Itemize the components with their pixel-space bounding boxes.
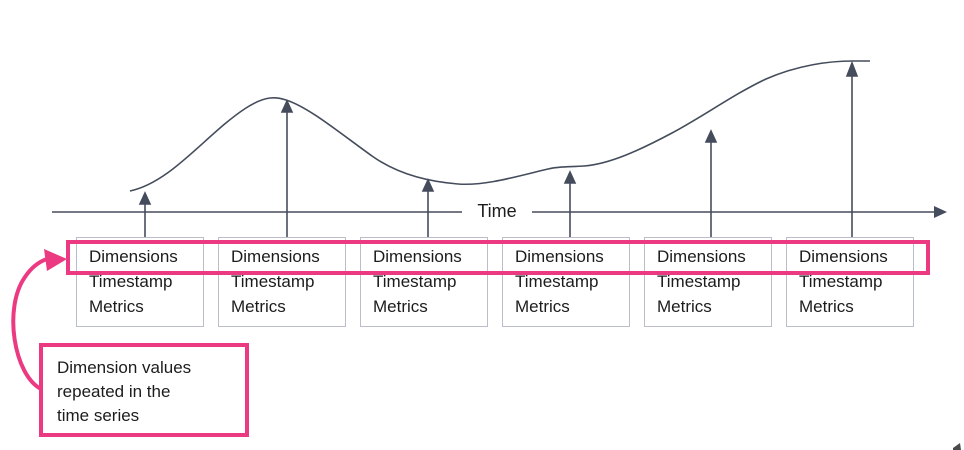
record-metrics-label: Metrics [657, 297, 712, 316]
record-metrics-label: Metrics [799, 297, 854, 316]
annotation-callout: Dimension values repeated in the time se… [39, 343, 249, 437]
record-box-3: Dimensions Timestamp Metrics [360, 237, 488, 327]
record-arrowhead-icon-5 [704, 129, 718, 143]
record-dimensions-label: Dimensions [89, 247, 178, 266]
record-arrowhead-icon-3 [421, 178, 435, 192]
record-box-5: Dimensions Timestamp Metrics [644, 237, 772, 327]
record-arrowhead-icon-1 [138, 191, 152, 205]
record-dimensions-label: Dimensions [515, 247, 604, 266]
annotation-line: repeated in the [57, 382, 171, 401]
record-timestamp-label: Timestamp [89, 272, 173, 291]
dimensions-highlight-band [66, 240, 930, 275]
record-timestamp-label: Timestamp [373, 272, 457, 291]
record-box-2: Dimensions Timestamp Metrics [218, 237, 346, 327]
record-timestamp-label: Timestamp [231, 272, 315, 291]
record-dimensions-label: Dimensions [231, 247, 320, 266]
record-arrowhead-icon-2 [280, 99, 294, 113]
record-arrowhead-icon-4 [563, 170, 577, 184]
annotation-line: time series [57, 406, 140, 425]
record-metrics-label: Metrics [373, 297, 428, 316]
record-dimensions-label: Dimensions [799, 247, 888, 266]
record-timestamp-label: Timestamp [657, 272, 741, 291]
record-timestamp-label: Timestamp [799, 272, 883, 291]
record-box-1: Dimensions Timestamp Metrics [76, 237, 204, 327]
time-series-curve [129, 60, 870, 192]
record-metrics-label: Metrics [515, 297, 570, 316]
corner-artifact [953, 443, 961, 450]
record-metrics-label: Metrics [231, 297, 286, 316]
record-box-4: Dimensions Timestamp Metrics [502, 237, 630, 327]
time-axis-label: Time [462, 198, 532, 225]
record-timestamp-label: Timestamp [515, 272, 599, 291]
annotation-line: Dimension values [57, 358, 192, 377]
record-dimensions-label: Dimensions [373, 247, 462, 266]
record-metrics-label: Metrics [89, 297, 144, 316]
record-box-6: Dimensions Timestamp Metrics [786, 237, 914, 327]
time-axis-arrowhead-icon [934, 206, 947, 218]
annotation-arrowhead-icon [44, 249, 67, 271]
record-dimensions-label: Dimensions [657, 247, 746, 266]
record-arrowhead-icon-6 [845, 60, 859, 77]
